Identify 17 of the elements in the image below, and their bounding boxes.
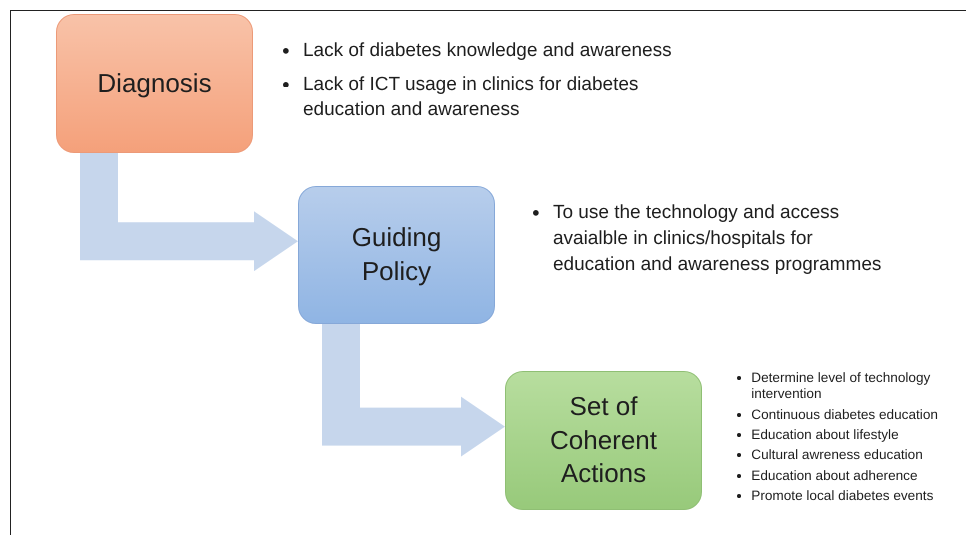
bullet-text: Cultural awreness education <box>751 447 923 462</box>
process-box <box>505 371 702 510</box>
bent-arrow <box>80 153 298 272</box>
bent-arrow <box>322 324 505 457</box>
bullet-text: Education about adherence <box>751 468 918 483</box>
bullet-text: Lack of ICT usage in clinics for diabetes education and awareness <box>302 74 638 120</box>
process-box <box>298 186 495 324</box>
process-box <box>56 14 253 153</box>
box-title: Guiding Policy <box>350 221 442 288</box>
bullet-text: Promote local diabetes events <box>751 488 934 503</box>
bullet-text: Education about lifestyle <box>751 426 899 442</box>
bullet-text: Determine level of technology intervention <box>751 370 930 402</box>
box-title: Set of Coherent Actions <box>549 390 658 490</box>
box-title: Diagnosis <box>97 66 212 100</box>
bullet-text: Lack of diabetes knowledge and awareness <box>302 40 672 61</box>
bullet-text: Continuous diabetes education <box>751 406 938 422</box>
bullet-text: To use the technology and access avaialble in clinics/hospitals for education and awareness programmes <box>552 202 882 276</box>
